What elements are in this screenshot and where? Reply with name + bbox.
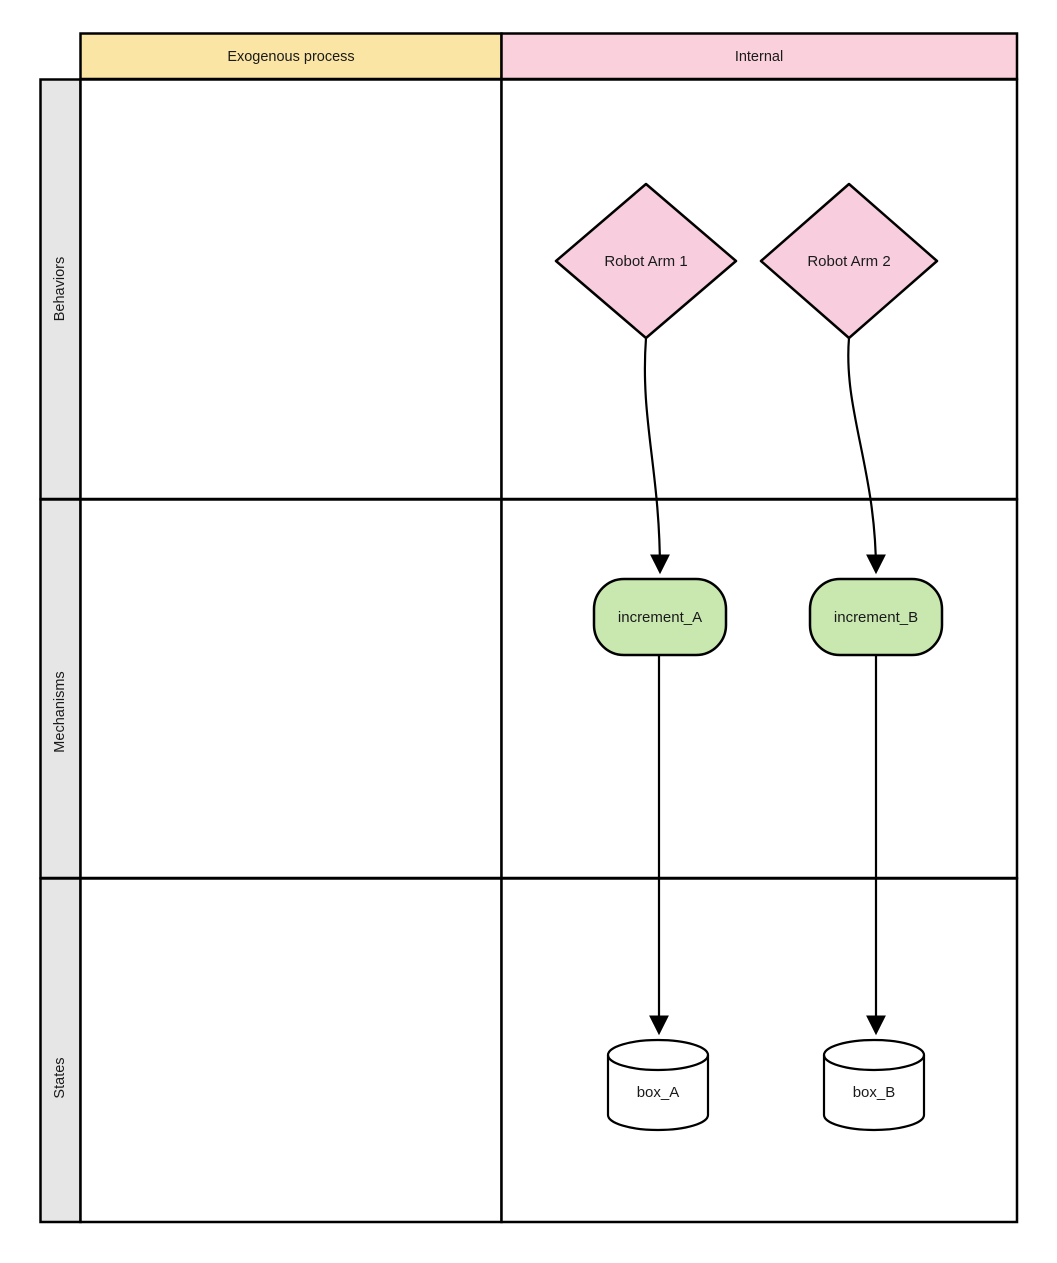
node-robot-arm-2-shape xyxy=(759,182,939,340)
node-robot-arm-1-shape xyxy=(554,182,738,340)
edge-robot-arm-1-to-increment-a xyxy=(643,337,670,575)
cell-states-exogenous xyxy=(79,877,503,1224)
column-header-internal-label: Internal xyxy=(735,49,783,65)
node-box-b-body xyxy=(822,1038,926,1132)
column-header-exogenous[interactable]: Exogenous process xyxy=(79,32,503,81)
node-increment-b[interactable]: increment_B xyxy=(808,577,944,657)
edges-layer xyxy=(643,337,886,1036)
column-header-internal[interactable]: Internal xyxy=(500,32,1019,81)
node-box-b[interactable]: box_B xyxy=(822,1038,926,1132)
node-increment-a[interactable]: increment_A xyxy=(592,577,728,657)
column-header-exogenous-bg xyxy=(79,32,503,81)
edge-robot-arm-2-to-increment-b xyxy=(847,337,886,575)
column-header-exogenous-label: Exogenous process xyxy=(227,49,354,65)
node-box-a[interactable]: box_A xyxy=(606,1038,710,1132)
node-robot-arm-2-label: Robot Arm 2 xyxy=(807,253,890,270)
cell-behaviors-internal xyxy=(500,78,1019,501)
cell-mechanisms-internal xyxy=(500,498,1019,880)
nodes-layer: Robot Arm 1 Robot Arm 2 increment_A incr… xyxy=(554,182,944,1132)
node-box-b-label: box_B xyxy=(853,1084,896,1101)
node-increment-b-shape xyxy=(808,577,944,657)
row-header-mechanisms-label: Mechanisms xyxy=(52,671,68,752)
cell-behaviors-exogenous xyxy=(79,78,503,501)
row-header-states-bg xyxy=(39,877,82,1224)
row-header-states[interactable]: States xyxy=(39,877,82,1224)
node-box-b-top-ellipse xyxy=(822,1054,926,1072)
node-robot-arm-1-label: Robot Arm 1 xyxy=(604,253,687,270)
node-box-a-top-ellipse xyxy=(606,1054,710,1072)
swimlane-grid: Exogenous process Internal Behaviors Mec… xyxy=(39,32,1019,1224)
node-box-a-label: box_A xyxy=(637,1084,680,1101)
row-header-mechanisms[interactable]: Mechanisms xyxy=(39,498,82,880)
node-robot-arm-1[interactable]: Robot Arm 1 xyxy=(554,182,738,340)
row-header-behaviors-bg xyxy=(39,78,82,501)
row-header-behaviors[interactable]: Behaviors xyxy=(39,78,82,501)
node-robot-arm-2[interactable]: Robot Arm 2 xyxy=(759,182,939,340)
node-increment-a-shape xyxy=(592,577,728,657)
row-header-states-label: States xyxy=(52,1057,68,1098)
node-increment-b-label: increment_B xyxy=(834,609,918,626)
row-header-behaviors-label: Behaviors xyxy=(52,257,68,321)
cell-mechanisms-exogenous xyxy=(79,498,503,880)
node-increment-a-label: increment_A xyxy=(618,609,702,626)
cell-states-internal xyxy=(500,877,1019,1224)
node-box-a-body xyxy=(606,1038,710,1132)
